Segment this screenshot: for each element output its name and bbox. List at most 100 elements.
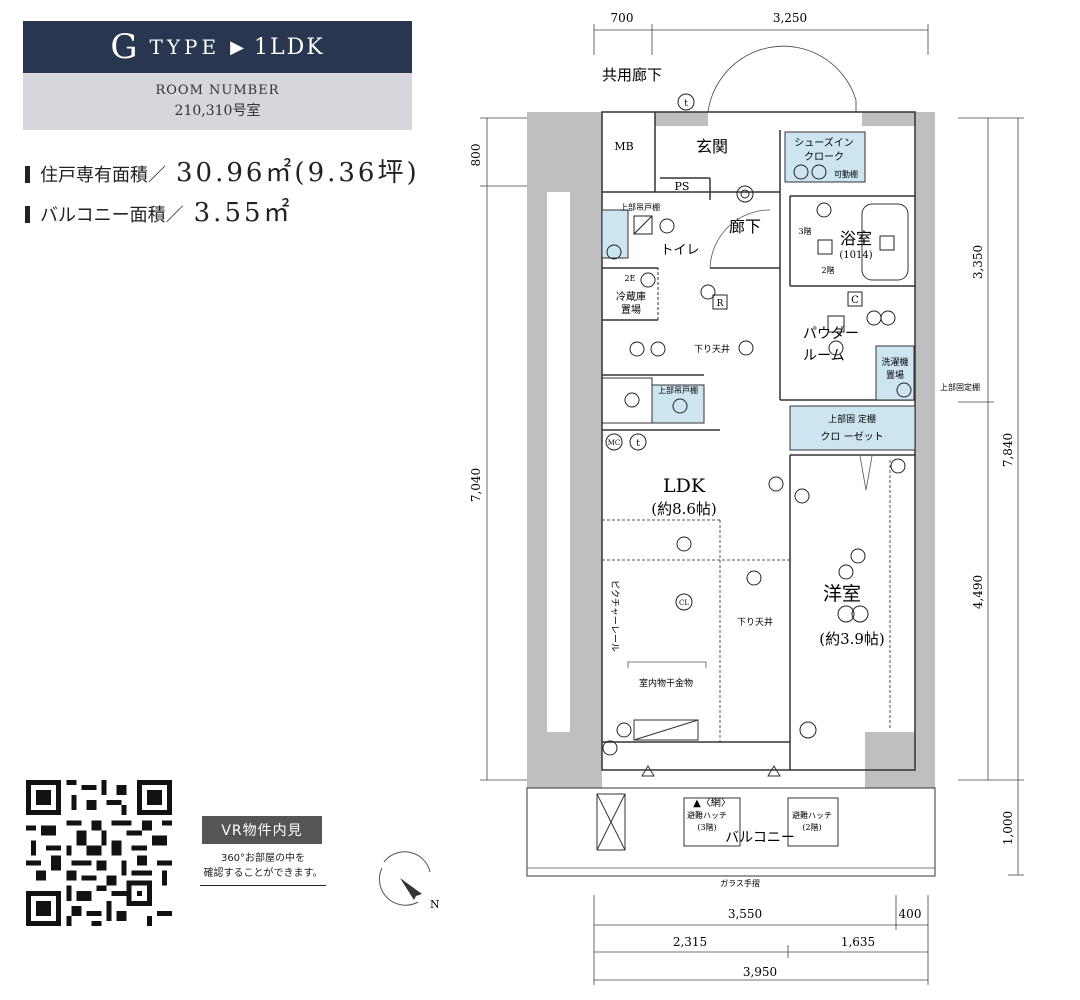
outlet-icon bbox=[700, 284, 716, 300]
dim-right-1b: 4,490 bbox=[971, 575, 985, 609]
downlight-icon bbox=[676, 536, 692, 552]
dim-bottom-1b: 400 bbox=[899, 907, 922, 921]
dim-bottom-2a: 2,315 bbox=[673, 935, 707, 949]
bathtub bbox=[861, 203, 909, 281]
private-area-row: 住戸専有面積／ 30.96㎡(9.36坪) bbox=[25, 152, 420, 189]
balcony-label: バルコニー bbox=[725, 830, 795, 846]
svg-text:2階: 2階 bbox=[821, 265, 834, 275]
floor-heater bbox=[633, 719, 699, 741]
evac-hatch-2-label: 避難ハッチ bbox=[792, 810, 832, 820]
bullet-bar-icon bbox=[25, 166, 30, 183]
type-title-banner: G TYPE ▶ 1LDK bbox=[23, 21, 412, 73]
vr-desc-line2: 確認することができます。 bbox=[203, 868, 323, 879]
interior-walls bbox=[601, 111, 916, 771]
drying-hardware-label: 室内物干金物 bbox=[639, 677, 693, 689]
entrance-door-swing bbox=[707, 45, 857, 113]
ps-label: PS bbox=[675, 180, 690, 193]
stove bbox=[601, 377, 653, 424]
shoe-closet-label-2: クローク bbox=[804, 151, 844, 163]
western-room-label: 洋室 bbox=[823, 583, 861, 605]
private-area-label: 住戸専有面積／ bbox=[40, 165, 166, 186]
washer-label: 洗濯機 bbox=[881, 356, 908, 368]
vr-tour-badge[interactable]: VR物件内見 bbox=[202, 816, 322, 844]
downlight-icon bbox=[850, 548, 866, 564]
downlight-icon bbox=[650, 341, 666, 357]
ceiling-light-icon bbox=[851, 605, 869, 623]
dimension-lines bbox=[480, 24, 1024, 985]
qr-code[interactable] bbox=[26, 780, 172, 926]
svg-text:R: R bbox=[717, 299, 724, 309]
intercom-icon bbox=[629, 433, 647, 451]
balcony-area-row: バルコニー面積／ 3.55㎡ bbox=[25, 192, 293, 229]
evac-hatch-3-label: 避難ハッチ bbox=[687, 810, 727, 820]
switch-icon bbox=[817, 239, 833, 255]
balcony-area bbox=[526, 787, 936, 877]
svg-text:3階: 3階 bbox=[798, 226, 811, 236]
dim-bottom-1a: 3,550 bbox=[728, 907, 762, 921]
outlet-icon bbox=[640, 272, 656, 288]
dim-left-2: 7,040 bbox=[469, 468, 483, 502]
outlet-icon bbox=[768, 476, 784, 492]
svg-text:2E: 2E bbox=[625, 274, 636, 283]
type-letter: G bbox=[110, 27, 140, 67]
mc-icon bbox=[605, 433, 623, 451]
svg-text:MC: MC bbox=[608, 439, 621, 447]
svg-text:t: t bbox=[636, 439, 640, 449]
type-word: TYPE bbox=[149, 35, 221, 59]
outlet-icon bbox=[890, 458, 906, 474]
shoe-closet bbox=[784, 131, 866, 183]
sink bbox=[651, 384, 705, 424]
cabinet-icon bbox=[633, 215, 653, 235]
toilet-label: トイレ bbox=[660, 243, 699, 258]
downlight-icon bbox=[738, 340, 754, 356]
c-icon bbox=[847, 291, 863, 307]
room-number-box: ROOM NUMBER 210,310号室 bbox=[23, 73, 412, 130]
common-corridor-label: 共用廊下 bbox=[602, 66, 662, 84]
evac-hatch-3 bbox=[683, 797, 741, 847]
dim-top-1: 700 bbox=[611, 11, 634, 25]
private-area-value: 30.96㎡(9.36坪) bbox=[176, 158, 420, 188]
shoe-closet-label-1: シューズイン bbox=[794, 136, 854, 149]
washer-label-2: 置場 bbox=[886, 369, 904, 381]
svg-text:CL: CL bbox=[679, 599, 689, 607]
powder-room-label-2: ルーム bbox=[803, 348, 845, 364]
western-size-label: (約3.9帖) bbox=[819, 630, 885, 648]
dim-top-2: 3,250 bbox=[773, 11, 807, 25]
dim-bottom-3: 3,950 bbox=[743, 965, 777, 979]
ldk-size-label: (約8.6帖) bbox=[651, 500, 717, 518]
vr-description: 360°お部屋の中を 確認することができます。 bbox=[200, 851, 326, 886]
downlight-icon bbox=[816, 202, 832, 218]
dim-right-2: 7,840 bbox=[1001, 433, 1015, 467]
outlet-icon bbox=[616, 722, 632, 738]
downlight-icon bbox=[659, 218, 675, 234]
structural-walls bbox=[527, 112, 935, 788]
washer-space bbox=[875, 345, 915, 401]
room-number-value: 210,310号室 bbox=[174, 103, 261, 119]
cabinet-icon bbox=[827, 315, 845, 333]
balcony-storage bbox=[596, 793, 626, 851]
vr-desc-line1: 360°お部屋の中を bbox=[220, 853, 306, 864]
bullet-bar-icon bbox=[25, 206, 30, 223]
down-ceiling-2-label: 下り天井 bbox=[737, 616, 773, 628]
picture-rail-label: ピクチャーレール bbox=[609, 580, 620, 652]
room-number-label: ROOM NUMBER bbox=[155, 83, 280, 98]
net-label: ▲〈網〉 bbox=[693, 796, 731, 809]
svg-text:(2階): (2階) bbox=[802, 822, 821, 832]
downlight-icon bbox=[866, 310, 882, 326]
compass-icon: N bbox=[378, 851, 440, 911]
dim-left-1: 800 bbox=[469, 144, 483, 167]
downlight-icon bbox=[828, 340, 844, 356]
svg-text:t: t bbox=[684, 99, 688, 109]
ceiling-light-icon bbox=[675, 593, 693, 611]
fridge-label-2: 置場 bbox=[621, 303, 641, 316]
upper-cabinet-2-label: 上部吊戸棚 bbox=[658, 385, 698, 395]
dim-bottom-2b: 1,635 bbox=[841, 935, 875, 949]
hallway-label: 廊下 bbox=[729, 217, 761, 236]
bath-label: 浴室 bbox=[840, 229, 872, 248]
fridge-space bbox=[601, 267, 659, 321]
upper-fixed-shelf-label: 上部固定棚 bbox=[940, 382, 980, 392]
outlet-icon bbox=[629, 341, 645, 357]
toilet-tank bbox=[601, 209, 629, 259]
downlight-icon bbox=[811, 164, 827, 180]
